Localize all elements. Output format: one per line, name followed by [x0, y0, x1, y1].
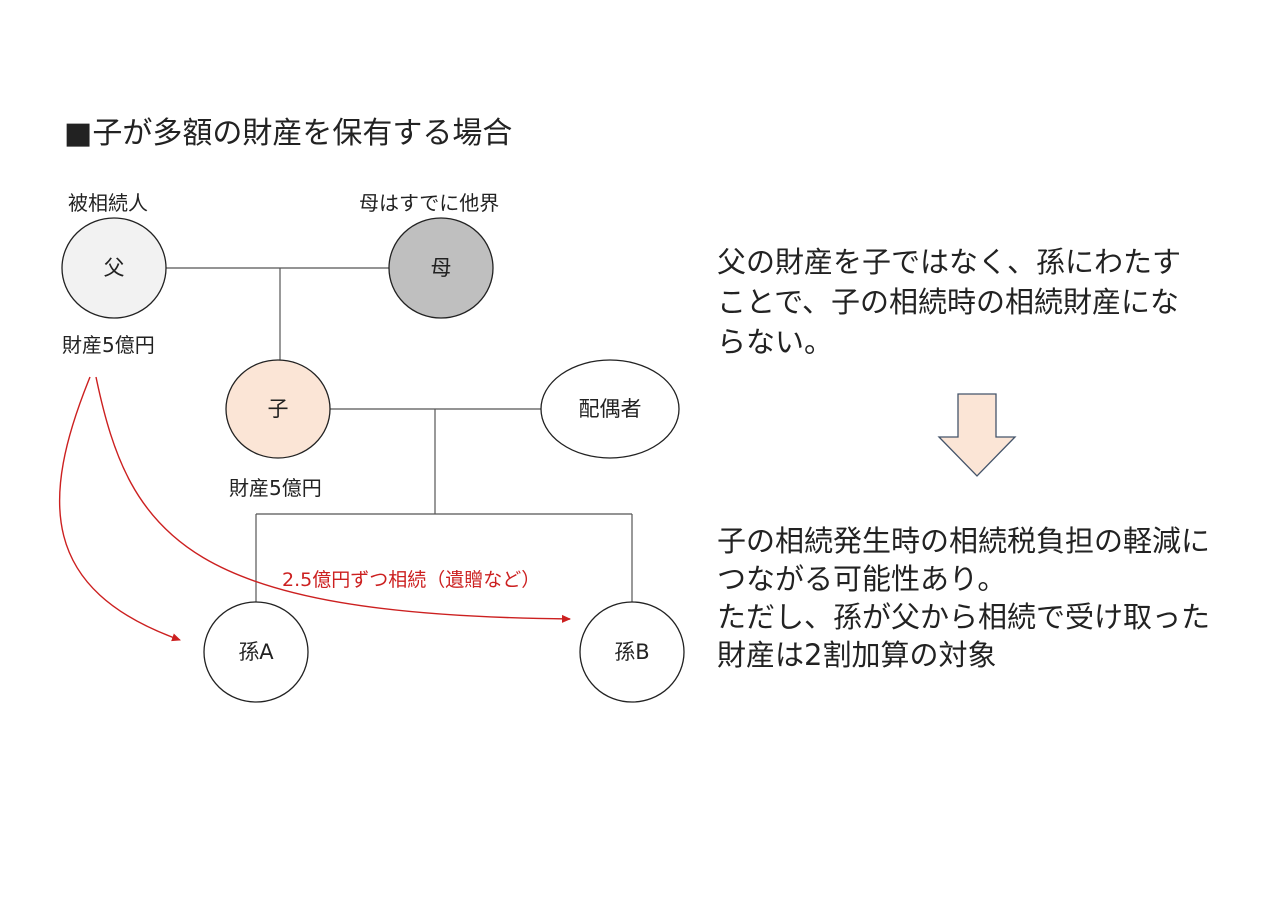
- inheritance-arrow-label: 2.5億円ずつ相続（遺贈など）: [282, 569, 540, 591]
- child-assets-label: 財産5億円: [229, 476, 322, 500]
- decedent-label: 被相続人: [68, 191, 148, 215]
- explanation-top-line: らない。: [717, 325, 834, 359]
- node-spouse-label: 配偶者: [579, 397, 642, 421]
- explanation-bottom-line: 財産は2割加算の対象: [717, 638, 997, 672]
- page-title: ■子が多額の財産を保有する場合: [64, 116, 513, 151]
- node-grandchild-b-label: 孫B: [614, 640, 649, 664]
- explanation-bottom-line: つながる可能性あり。: [717, 562, 1007, 596]
- explanation-bottom: 子の相続発生時の相続税負担の軽減に つながる可能性あり。 ただし、孫が父から相続…: [717, 522, 1210, 674]
- explanation-top: 父の財産を子ではなく、孫にわたす ことで、子の相続時の相続財産にな らない。: [717, 242, 1181, 362]
- node-grandchild-a-label: 孫A: [238, 640, 274, 664]
- node-child: 子: [225, 359, 331, 459]
- down-arrow-icon: [937, 393, 1017, 477]
- inheritance-arrow-to-a: [59, 376, 181, 642]
- node-father-label: 父: [104, 256, 125, 280]
- mother-deceased-note: 母はすでに他界: [359, 191, 500, 215]
- node-mother: 母: [388, 217, 494, 319]
- explanation-top-line: 父の財産を子ではなく、孫にわたす: [717, 245, 1182, 279]
- explanation-top-line: ことで、子の相続時の相続財産にな: [717, 285, 1179, 319]
- node-spouse: 配偶者: [540, 359, 680, 459]
- node-father: 父: [61, 217, 167, 319]
- node-grandchild-a: 孫A: [203, 601, 309, 703]
- node-mother-label: 母: [431, 256, 452, 280]
- explanation-bottom-line: ただし、孫が父から相続で受け取った: [717, 600, 1211, 634]
- inheritance-arrow-to-b: [95, 376, 571, 623]
- node-child-label: 子: [268, 397, 289, 421]
- explanation-bottom-line: 子の相続発生時の相続税負担の軽減に: [717, 524, 1211, 558]
- node-grandchild-b: 孫B: [579, 601, 685, 703]
- father-assets-label: 財産5億円: [62, 333, 155, 357]
